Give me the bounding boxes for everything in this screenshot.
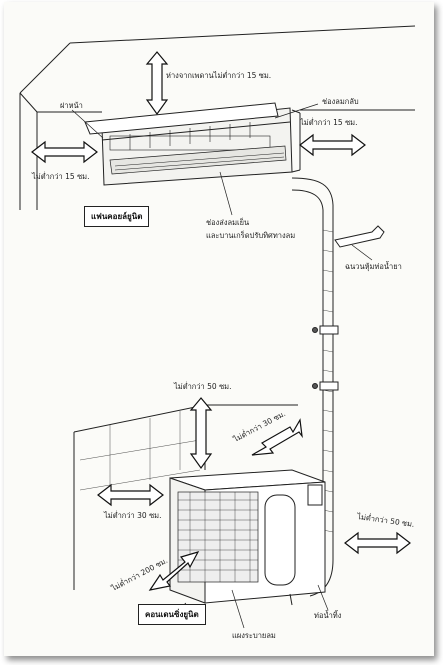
outdoor-top-clearance-label: ไม่ต่ำกว่า 50 ซม. — [174, 382, 232, 391]
top-clearance-label: ห่างจากเพดานไม่ต่ำกว่า 15 ซม. — [166, 71, 272, 80]
air-outlet-label-line1: ช่องส่งลมเย็น — [206, 218, 250, 227]
clearance-arrows — [31, 51, 411, 591]
refrigerant-pipe — [291, 177, 385, 597]
indoor-right-clearance-label: ไม่ต่ำกว่า 15 ซม. — [300, 118, 358, 127]
outdoor-unit-label: คอนเดนซิ่งยูนิต — [138, 604, 206, 625]
drain-insulation-label: ฉนวนหุ้มท่อน้ำยา — [345, 262, 402, 271]
indoor-unit-label: แฟนคอยล์ยูนิต — [84, 206, 150, 227]
outdoor-unit-drawing — [169, 469, 326, 613]
condenser-coil-label: แผงระบายลม — [232, 631, 276, 640]
air-outlet-label-line2: และบานเกร็ดปรับทิศทางลม — [206, 231, 296, 240]
front-cover-label: ฝาหน้า — [60, 101, 83, 110]
leader-lines — [71, 103, 373, 629]
indoor-unit-drawing — [84, 102, 301, 186]
outdoor-left-clearance-label: ไม่ต่ำกว่า 30 ซม. — [104, 511, 162, 520]
air-return-label: ช่องลมกลับ — [322, 97, 359, 106]
drain-pipe-label: ท่อน้ำทิ้ง — [314, 611, 342, 620]
indoor-left-clearance-label: ไม่ต่ำกว่า 15 ซม. — [32, 172, 90, 181]
room-walls — [19, 25, 416, 210]
